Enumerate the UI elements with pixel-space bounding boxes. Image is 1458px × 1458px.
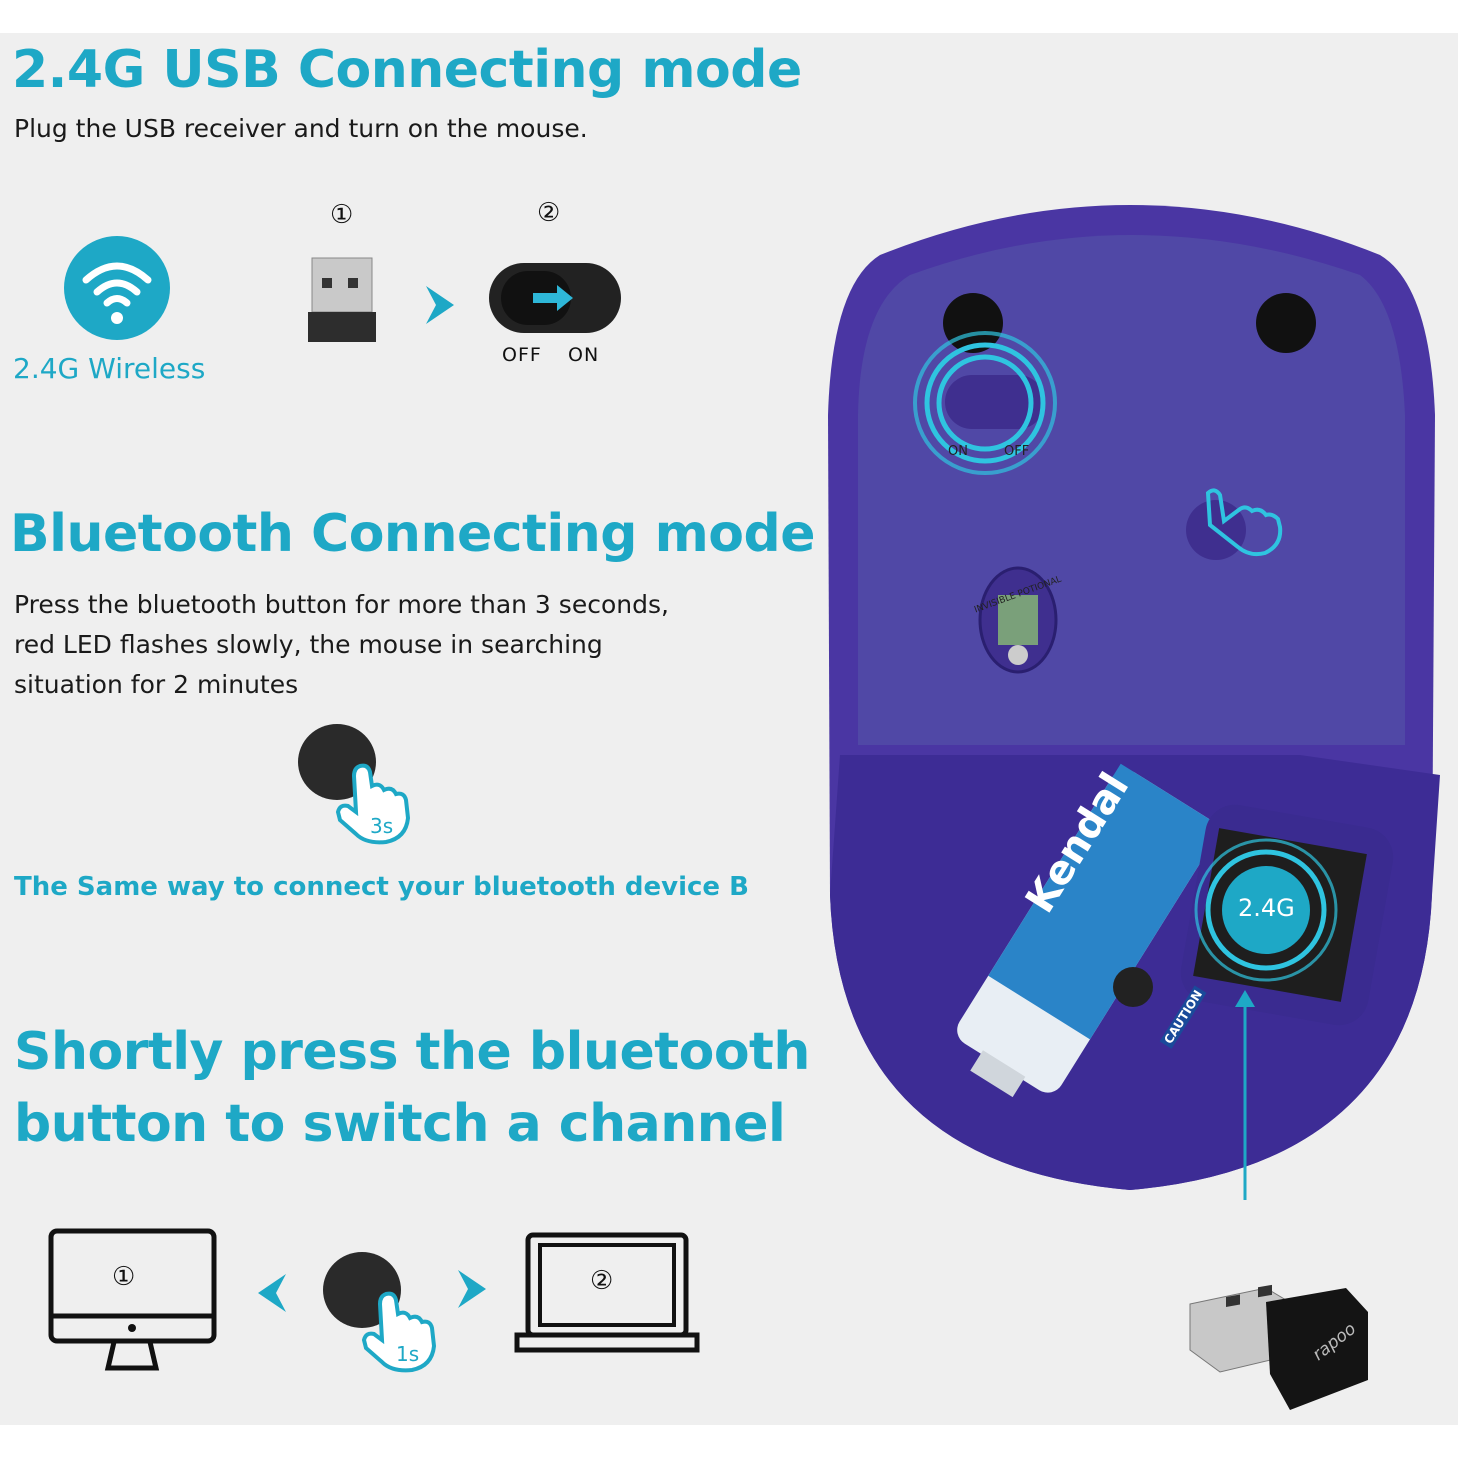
mouse-switch-on-label: ON (948, 444, 968, 459)
mouse-bottom-illustration (820, 175, 1440, 1300)
hand-press-icon-2 (352, 1288, 442, 1382)
arrow-right-icon (424, 284, 456, 330)
press-duration-3s: 3s (370, 814, 394, 838)
switch-on-label: ON (568, 344, 600, 366)
device-number-1: ① (112, 1262, 136, 1292)
usb-receiver-icon (308, 256, 378, 348)
channel-title-line-1: Shortly press the bluetooth (14, 1022, 810, 1082)
hand-press-icon (326, 760, 416, 854)
usb-mode-title: 2.4G USB Connecting mode (12, 40, 802, 100)
receiver-badge: 2.4G (1238, 894, 1295, 922)
device-b-note: The Same way to connect your bluetooth d… (14, 872, 749, 902)
arrow-left-icon (256, 1272, 288, 1318)
bluetooth-instruction-line-2: red LED flashes slowly, the mouse in sea… (14, 630, 603, 659)
bluetooth-instruction-line-1: Press the bluetooth button for more than… (14, 590, 669, 619)
power-switch-icon (489, 263, 621, 333)
press-duration-1s: 1s (396, 1342, 420, 1366)
switch-off-label: OFF (502, 344, 542, 366)
bluetooth-instruction-line-3: situation for 2 minutes (14, 670, 299, 699)
step-number-1: ① (330, 200, 354, 230)
arrow-right-icon-2 (456, 1268, 488, 1314)
channel-title-line-2: button to switch a channel (14, 1094, 786, 1154)
wifi-icon (64, 236, 170, 340)
usb-mode-subtitle: Plug the USB receiver and turn on the mo… (14, 114, 588, 143)
step-number-2: ② (537, 198, 561, 228)
mouse-switch-off-label: OFF (1004, 444, 1030, 459)
laptop-icon (514, 1232, 700, 1360)
wireless-label: 2.4G Wireless (13, 352, 206, 385)
device-number-2: ② (590, 1266, 614, 1296)
usb-receiver-image (1186, 1284, 1376, 1418)
desktop-monitor-icon (48, 1228, 218, 1378)
bluetooth-mode-title: Bluetooth Connecting mode (10, 504, 815, 564)
